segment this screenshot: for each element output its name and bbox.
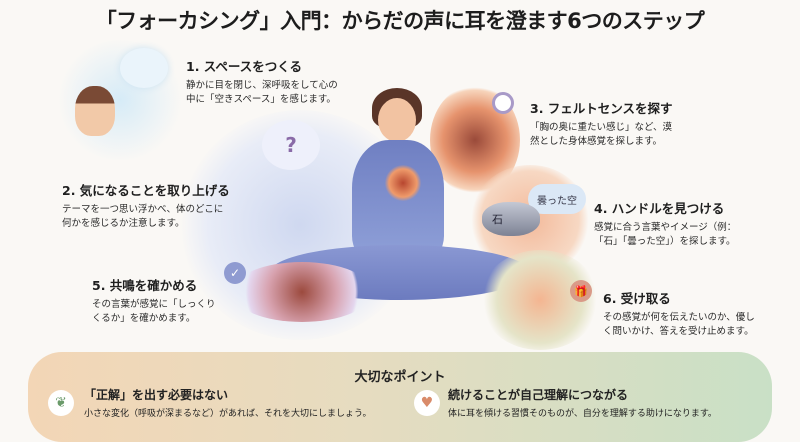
point-desc: 体に耳を傾ける習慣そのものが、自分を理解する助けになります。 [448,409,717,419]
chest-glow [385,165,421,201]
stone-icon: 石 [482,202,540,236]
point-desc: 小さな変化（呼吸が深まるなど）があれば、それを大切にしましょう。 [84,409,372,419]
step-heading: 1. スペースをつくる [186,59,303,74]
step-desc: 静かに目を閉じ、深呼吸をして心の 中に「空きスペース」を感じます。 [186,80,338,105]
magnifier-icon [492,92,514,114]
step-1: 1. スペースをつくる 静かに目を閉じ、深呼吸をして心の 中に「空きスペース」を… [186,56,338,107]
step-desc: その感覚が何を伝えたいのか、優し く問いかけ、答えを受け止めます。 [603,312,755,337]
check-icon: ✓ [224,262,246,284]
resonance-blob [232,262,372,322]
point-heading: 続けることが自己理解につながる [448,388,629,402]
point-heading: 「正解」を出す必要はない [84,388,229,402]
point-item: 続けることが自己理解につながる 体に耳を傾ける習慣そのものが、自分を理解する助け… [448,386,717,419]
step-6: 6. 受け取る その感覚が何を伝えたいのか、優し く問いかけ、答えを受け止めます… [603,288,755,339]
step-desc: その言葉が感覚に「しっくり くるか」を確かめます。 [92,299,216,324]
heart-icon: ♥ [414,390,440,416]
page-title: 「フォーカシング」入門：からだの声に耳を澄ます6つのステップ [95,9,705,33]
thought-bubble-icon [120,48,168,88]
step-heading: 3. フェルトセンスを探す [530,101,673,116]
step-2: 2. 気になることを取り上げる テーマを一つ思い浮かべ、体のどこに 何かを感じる… [62,180,230,231]
step-heading: 4. ハンドルを見つける [594,201,725,216]
cloud-icon: 曇った空 [528,184,586,214]
step-4: 4. ハンドルを見つける 感覚に合う言葉やイメージ（例： 「石」「曇った空」）を… [594,198,736,249]
key-points-panel: 大切なポイント ❦ 「正解」を出す必要はない 小さな変化（呼吸が深まるなど）があ… [28,352,772,442]
step-desc: 「胸の奥に重たい感じ」など、漠 然とした身体感覚を探します。 [530,122,673,147]
step-5: 5. 共鳴を確かめる その言葉が感覚に「しっくり くるか」を確かめます。 [92,275,216,326]
step-heading: 2. 気になることを取り上げる [62,183,230,198]
person-head [378,98,416,142]
leaf-icon: ❦ [48,390,74,416]
step-heading: 5. 共鳴を確かめる [92,278,198,293]
step-desc: 感覚に合う言葉やイメージ（例： 「石」「曇った空」）を探します。 [594,222,737,247]
woman-figure [75,86,115,136]
key-points-heading: 大切なポイント [354,370,446,385]
step1-glow [55,40,185,160]
question-cloud: ? [262,120,320,170]
point-item: 「正解」を出す必要はない 小さな変化（呼吸が深まるなど）があれば、それを大切にし… [84,386,371,419]
step-desc: テーマを一つ思い浮かべ、体のどこに 何かを感じるか注意します。 [62,204,224,229]
step-3: 3. フェルトセンスを探す 「胸の奥に重たい感じ」など、漠 然とした身体感覚を探… [530,98,673,149]
step-heading: 6. 受け取る [603,291,671,306]
gift-icon: 🎁 [570,280,592,302]
